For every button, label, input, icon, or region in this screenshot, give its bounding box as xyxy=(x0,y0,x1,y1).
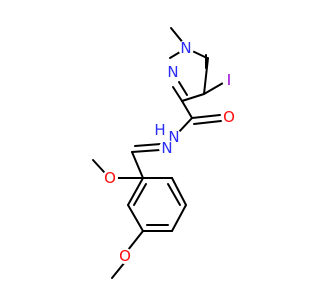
bond-n2-c3-double xyxy=(178,81,188,96)
atom-n2-label: N xyxy=(167,63,178,81)
bond-n-ch-double xyxy=(134,143,162,147)
label-bg xyxy=(165,64,181,80)
atom-para-methoxy-oxygen-label: O xyxy=(119,247,131,265)
molecule-structure: N N I O N H N O O xyxy=(92,27,237,279)
bonds xyxy=(92,27,224,279)
bond-carbonyl-o-double xyxy=(193,120,222,125)
bond-n1-n2 xyxy=(169,51,181,59)
bond-o-para-methyl xyxy=(111,261,126,279)
bond-c3-c4 xyxy=(181,93,205,102)
atom-labels: N N I O N H N O O xyxy=(102,39,237,265)
bond-o-ortho-methyl xyxy=(92,159,105,173)
bond-c5-c4 xyxy=(203,57,209,95)
label-bg xyxy=(117,248,133,264)
atom-iodine-label: I xyxy=(227,71,231,89)
label-bg xyxy=(178,40,194,56)
atom-nh-hydrogen-label: H xyxy=(154,121,165,139)
bond-c2-c3ar xyxy=(127,204,144,232)
label-bg xyxy=(221,109,237,125)
bond-c1-c2 xyxy=(127,177,144,206)
label-bg xyxy=(159,140,175,156)
label-bg xyxy=(222,73,236,87)
bond-c4-iodine xyxy=(203,82,224,95)
bond-ch-c1 xyxy=(131,151,144,179)
atom-carbonyl-oxygen-label: O xyxy=(223,108,235,126)
bond-carbonyl-o xyxy=(191,114,221,119)
atom-n1-label: N xyxy=(180,39,191,57)
label-bg xyxy=(102,170,118,186)
atom-nh-nitrogen-label: N xyxy=(168,128,179,146)
bond-n-ch xyxy=(131,149,161,153)
bond-c5ar-c6ar xyxy=(171,177,187,206)
bond-c4ar-o-para xyxy=(127,230,144,251)
molecule-canvas: N N I O N H N O O xyxy=(92,27,237,279)
bond-n2-c3 xyxy=(172,86,183,102)
bond-aromatic-inner-3 xyxy=(167,183,181,206)
bond-aromatic-inner-1 xyxy=(133,183,147,206)
bond-carbonyl-nh xyxy=(177,117,193,134)
atom-imine-nitrogen-label: N xyxy=(161,139,172,157)
bond-c3-carbonyl xyxy=(181,100,193,119)
bond-c4ar-c5ar xyxy=(171,204,187,232)
atom-ortho-methoxy-oxygen-label: O xyxy=(104,169,116,187)
